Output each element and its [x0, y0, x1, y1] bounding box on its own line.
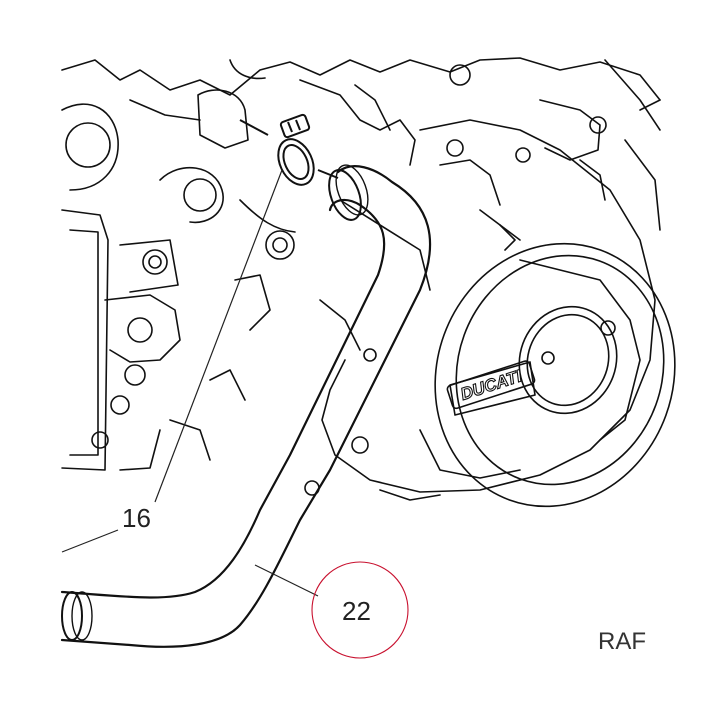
leader-line-16-tail — [61, 529, 119, 553]
figure-code-label: RAF — [598, 630, 646, 654]
engine-line-art — [61, 57, 676, 508]
callout-label-22: 22 — [342, 596, 371, 626]
callout-label-16: 16 — [122, 503, 151, 533]
callout-22-highlight-circle — [311, 561, 409, 659]
leader-line-22 — [254, 564, 319, 597]
hose-clamp-part — [239, 113, 339, 186]
coolant-hose-part — [60, 164, 432, 648]
leader-lines — [61, 169, 319, 597]
leader-line-16 — [154, 169, 283, 503]
ducati-logo-mark: DUCATI — [446, 360, 536, 410]
